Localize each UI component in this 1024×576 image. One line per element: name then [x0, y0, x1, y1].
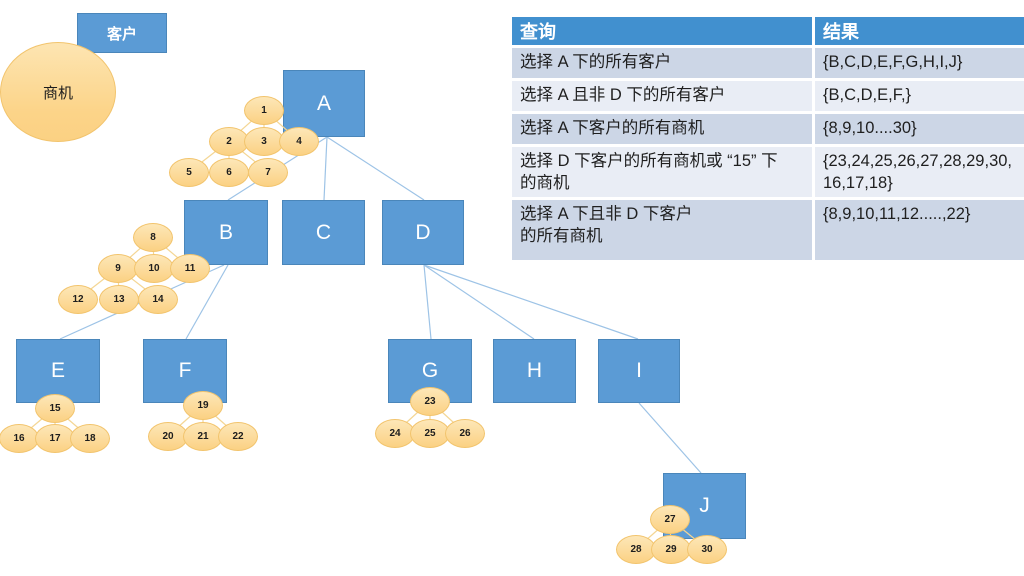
opportunity-node-23: 23 [410, 386, 450, 416]
customer-node-label: J [699, 494, 710, 517]
customer-node-B: B [184, 200, 268, 265]
opportunity-node-26: 26 [445, 418, 485, 448]
query-cell: 选择 A 下客户的所有商机 [512, 114, 812, 144]
query-cell: 选择 A 下的所有客户 [512, 48, 812, 78]
opportunity-legend-ellipse: 商机 [0, 42, 116, 142]
opportunity-node-8: 8 [133, 222, 173, 252]
customer-legend-box: 客户 [77, 13, 167, 53]
customer-link [323, 136, 328, 201]
result-cell: {B,C,D,E,F,G,H,I,J} [815, 48, 1024, 78]
customer-link [326, 136, 425, 201]
table-row: 选择 A 且非 D 下的所有客户{B,C,D,E,F,} [512, 81, 1024, 111]
opportunity-node-1: 1 [244, 95, 284, 125]
opportunity-node-3: 3 [244, 126, 284, 156]
result-cell: {B,C,D,E,F,} [815, 81, 1024, 111]
result-cell: {8,9,10,11,12.....,22} [815, 200, 1024, 260]
customer-node-H: H [493, 339, 576, 403]
table-row: 选择 D 下客户的所有商机或 “15” 下 的商机{23,24,25,26,27… [512, 147, 1024, 197]
opportunity-node-12: 12 [58, 284, 98, 314]
opportunity-node-10: 10 [134, 253, 174, 283]
table-header-query: 查询 [512, 17, 812, 45]
table-row: 选择 A 下且非 D 下客户 的所有商机{8,9,10,11,12.....,2… [512, 200, 1024, 260]
opportunity-node-30: 30 [687, 534, 727, 564]
opportunity-node-2: 2 [209, 126, 249, 156]
customer-node-C: C [282, 200, 365, 265]
customer-node-label: F [178, 359, 192, 382]
opportunity-node-11: 11 [170, 253, 210, 283]
query-cell: 选择 A 且非 D 下的所有客户 [512, 81, 812, 111]
opportunity-node-22: 22 [218, 421, 258, 451]
customer-node-label: H [526, 359, 543, 382]
customer-link [423, 264, 432, 340]
table-rows: 选择 A 下的所有客户{B,C,D,E,F,G,H,I,J}选择 A 且非 D … [512, 48, 1024, 260]
opportunity-node-24: 24 [375, 418, 415, 448]
customer-node-label: G [421, 359, 439, 382]
opportunity-node-25: 25 [410, 418, 450, 448]
customer-node-label: D [415, 220, 431, 244]
customer-node-D: D [382, 200, 464, 265]
opportunity-node-14: 14 [138, 284, 178, 314]
opportunity-node-13: 13 [99, 284, 139, 314]
opportunity-node-5: 5 [169, 157, 209, 187]
query-results-table: 查询 结果 选择 A 下的所有客户{B,C,D,E,F,G,H,I,J}选择 A… [512, 17, 1024, 260]
opportunity-node-28: 28 [616, 534, 656, 564]
opportunity-node-21: 21 [183, 421, 223, 451]
table-row: 选择 A 下客户的所有商机{8,9,10....30} [512, 114, 1024, 144]
result-cell: {8,9,10....30} [815, 114, 1024, 144]
result-cell: {23,24,25,26,27,28,29,30, 16,17,18} [815, 147, 1024, 197]
opportunity-node-9: 9 [98, 253, 138, 283]
customer-node-label: A [316, 91, 331, 115]
opportunity-node-15: 15 [35, 393, 75, 423]
customer-legend-label: 客户 [106, 25, 137, 43]
customer-link [638, 402, 702, 474]
table-row: 选择 A 下的所有客户{B,C,D,E,F,G,H,I,J} [512, 48, 1024, 78]
opportunity-node-17: 17 [35, 423, 75, 453]
customer-node-label: B [218, 220, 233, 244]
opportunity-node-20: 20 [148, 421, 188, 451]
opportunity-node-19: 19 [183, 390, 223, 420]
customer-node-I: I [598, 339, 680, 403]
opportunity-node-18: 18 [70, 423, 110, 453]
customer-link [423, 264, 639, 340]
opportunity-node-16: 16 [0, 423, 39, 453]
opportunity-node-4: 4 [279, 126, 319, 156]
table-header-row: 查询 结果 [512, 17, 1024, 45]
customer-node-E: E [16, 339, 100, 403]
opportunity-node-7: 7 [248, 157, 288, 187]
customer-node-F: F [143, 339, 227, 403]
opportunity-node-27: 27 [650, 504, 690, 534]
customer-node-label: I [636, 359, 642, 382]
customer-node-label: C [315, 220, 332, 244]
table-header-result: 结果 [815, 17, 1024, 45]
customer-link [423, 264, 535, 340]
opportunity-node-6: 6 [209, 157, 249, 187]
query-cell: 选择 D 下客户的所有商机或 “15” 下 的商机 [512, 147, 812, 197]
query-cell: 选择 A 下且非 D 下客户 的所有商机 [512, 200, 812, 260]
customer-node-label: E [50, 359, 65, 382]
opportunity-node-29: 29 [651, 534, 691, 564]
opportunity-legend-label: 商机 [42, 84, 73, 102]
